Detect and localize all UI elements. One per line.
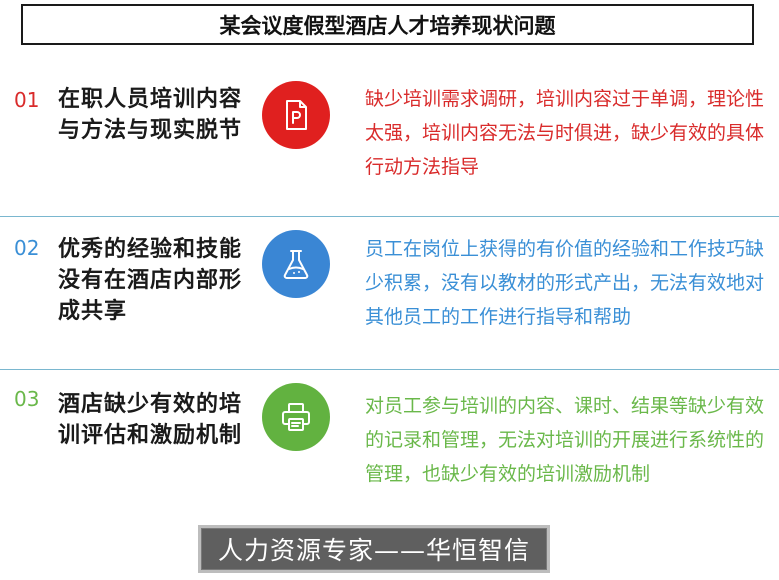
divider xyxy=(0,369,779,370)
divider xyxy=(0,216,779,217)
issue-heading: 优秀的经验和技能没有在酒店内部形成共享 xyxy=(58,237,243,324)
issue-number: 01 xyxy=(14,88,40,112)
document-p-icon xyxy=(262,81,330,149)
issue-heading: 在职人员培训内容与方法与现实脱节 xyxy=(58,87,243,143)
issue-description: 员工在岗位上获得的有价值的经验和工作技巧缺少积累，没有以教材的形式产出，无法有效… xyxy=(365,238,765,328)
issue-heading: 酒店缺少有效的培训评估和激励机制 xyxy=(58,392,243,448)
issue-description: 缺少培训需求调研，培训内容过于单调，理论性太强，培训内容无法与时俱进，缺少有效的… xyxy=(365,88,765,178)
issue-row-2: 02 优秀的经验和技能没有在酒店内部形成共享 员工在岗位上获得的有价值的经验和工… xyxy=(0,216,779,369)
printer-icon xyxy=(262,383,330,451)
watermark-label: 人力资源专家——华恒智信 xyxy=(198,525,550,573)
issue-number: 03 xyxy=(14,387,40,411)
issue-row-3: 03 酒店缺少有效的培训评估和激励机制 对员工参与培训的内容、课时、结果等缺少有… xyxy=(0,369,779,509)
issue-description: 对员工参与培训的内容、课时、结果等缺少有效的记录和管理，无法对培训的开展进行系统… xyxy=(365,395,765,485)
page-title: 某会议度假型酒店人才培养现状问题 xyxy=(21,4,754,45)
issue-number: 02 xyxy=(14,236,40,260)
issue-row-1: 01 在职人员培训内容与方法与现实脱节 缺少培训需求调研，培训内容过于单调，理论… xyxy=(0,68,779,216)
flask-icon xyxy=(262,230,330,298)
